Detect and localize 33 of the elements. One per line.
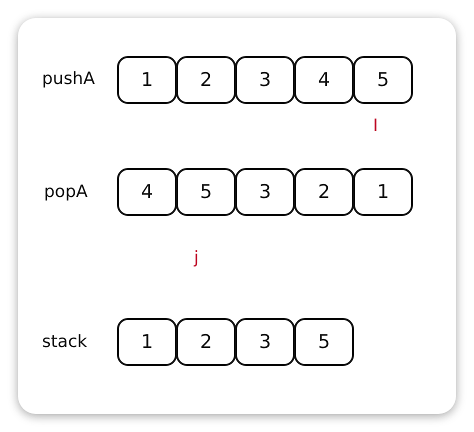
cell-value: 4 (318, 69, 330, 91)
array-cell (176, 56, 236, 104)
row-label: popA (44, 182, 88, 202)
cell-value: 5 (376, 69, 390, 91)
cell-value: 2 (200, 331, 212, 353)
array-cell (176, 168, 236, 216)
array-cell (294, 318, 354, 366)
cell-value: 4 (140, 181, 154, 203)
cell-value: 1 (376, 181, 390, 203)
array-cell (235, 56, 295, 104)
cell-value: 2 (200, 69, 212, 91)
array-cell (235, 168, 295, 216)
cell-value: 1 (140, 69, 154, 91)
array-cell (294, 56, 354, 104)
array-cell (117, 168, 177, 216)
cell-value: 3 (258, 69, 272, 91)
array-cell (176, 318, 236, 366)
cell-value: 3 (258, 181, 272, 203)
array-cell (117, 318, 177, 366)
array-cell (353, 56, 413, 104)
array-cell (353, 168, 413, 216)
row-label: pushA (42, 69, 95, 89)
cell-value: 1 (140, 331, 154, 353)
cell-value: 5 (200, 181, 212, 203)
cell-value: 3 (258, 331, 272, 353)
row-label: stack (42, 332, 88, 352)
pointer-label: j (194, 248, 199, 268)
array-cell (235, 318, 295, 366)
array-cell (294, 168, 354, 216)
cell-value: 5 (318, 331, 330, 353)
pointer-label: I (373, 116, 378, 136)
array-cell (117, 56, 177, 104)
cell-value: 2 (318, 181, 330, 203)
